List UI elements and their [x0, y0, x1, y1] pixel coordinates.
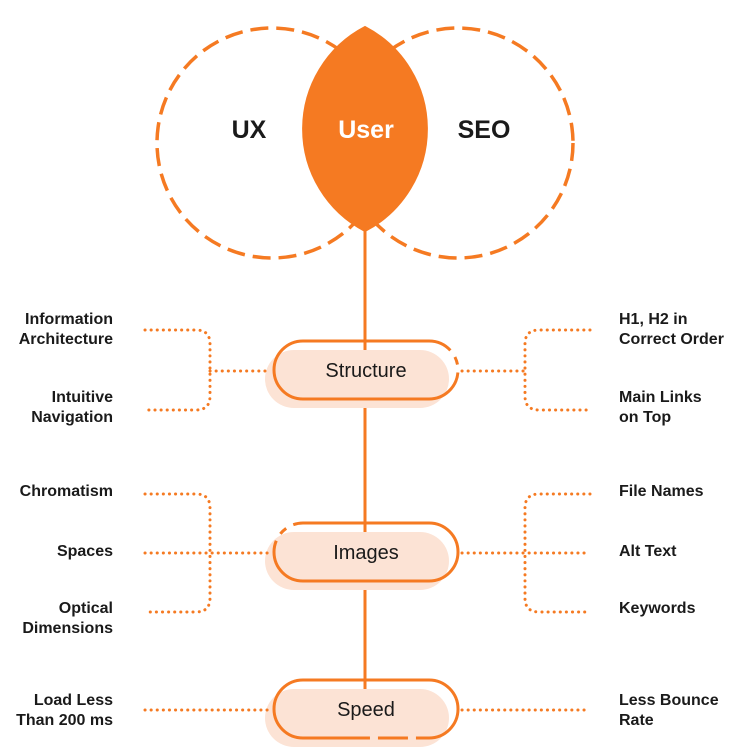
- label-line: H1, H2 in: [619, 311, 688, 328]
- label-line: Information: [25, 311, 113, 328]
- label-line: Chromatism: [19, 483, 113, 500]
- ux-label: UX: [231, 116, 267, 144]
- images-label: Images: [333, 542, 399, 564]
- label-line: Architecture: [18, 331, 113, 348]
- speed-label: Speed: [337, 699, 395, 721]
- label-line: Intuitive: [51, 389, 113, 406]
- chromatism-label: Chromatism: [20, 482, 113, 502]
- label-line: File Names: [619, 483, 704, 500]
- label-line: on Top: [619, 409, 672, 426]
- file-names-label: File Names: [619, 482, 703, 502]
- speed-pill: [265, 678, 460, 747]
- seo-label: SEO: [457, 116, 511, 144]
- label-line: Correct Order: [619, 331, 724, 348]
- label-line: Optical: [58, 600, 113, 617]
- structure-label: Structure: [325, 360, 407, 382]
- dotted-connectors: [143, 328, 592, 712]
- structure-pill: [265, 339, 460, 408]
- optical-dimensions-label: Optical Dimensions: [22, 599, 113, 639]
- label-line: Dimensions: [22, 620, 113, 637]
- label-line: Alt Text: [619, 543, 677, 560]
- label-line: Than 200 ms: [16, 712, 113, 729]
- keywords-label: Keywords: [619, 599, 695, 619]
- alt-text-label: Alt Text: [619, 542, 676, 562]
- seo-circle: [341, 26, 575, 260]
- load-time-label: Load Less Than 200 ms: [16, 691, 113, 731]
- label-line: Main Links: [619, 389, 702, 406]
- heading-order-label: H1, H2 in Correct Order: [619, 310, 724, 350]
- bounce-rate-label: Less Bounce Rate: [619, 691, 719, 731]
- label-line: Spaces: [56, 543, 113, 560]
- structure-left-bracket: [143, 328, 212, 412]
- main-links-label: Main Links on Top: [619, 388, 702, 428]
- label-line: Keywords: [619, 600, 696, 617]
- spaces-label: Spaces: [57, 542, 113, 562]
- label-line: Less Bounce: [619, 692, 719, 709]
- user-label: User: [338, 116, 394, 144]
- information-architecture-label: Information Architecture: [19, 310, 113, 350]
- structure-right-bracket: [523, 328, 592, 412]
- images-pill: [265, 521, 460, 590]
- label-line: Load Less: [33, 692, 113, 709]
- label-line: Rate: [619, 712, 654, 729]
- label-line: Navigation: [31, 409, 113, 426]
- intuitive-navigation-label: Intuitive Navigation: [31, 388, 113, 428]
